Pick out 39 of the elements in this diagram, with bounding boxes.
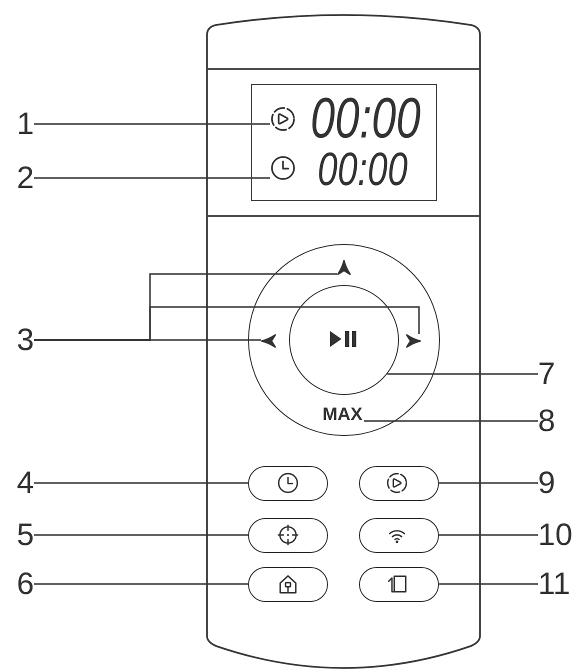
left-arrow-icon (260, 334, 276, 348)
lcd-display (251, 84, 437, 201)
callout-number: 10 (538, 519, 578, 551)
leader-line (34, 177, 270, 179)
callout-number: 11 (538, 568, 578, 600)
callout-number: 3 (4, 324, 34, 356)
leader-line (439, 534, 538, 536)
mode-button (359, 466, 439, 500)
time-readout: 00:00 (310, 96, 421, 142)
callout-number: 7 (538, 358, 578, 390)
leader-line (364, 420, 538, 422)
leader-line (387, 373, 538, 375)
clock-button (248, 466, 328, 500)
leader-line (34, 339, 261, 341)
crosshair-button (248, 518, 328, 552)
center-button (288, 284, 398, 394)
callout-number: 4 (4, 467, 34, 499)
callout-number: 8 (538, 405, 578, 437)
time-readout: 00:00 (318, 150, 408, 188)
leader-line (34, 583, 248, 585)
dashed-circle-icon (270, 106, 296, 132)
leader-line (34, 534, 248, 536)
callout-number: 5 (4, 519, 34, 551)
leader-line (439, 583, 538, 585)
control-ring (248, 244, 440, 436)
leader-line (34, 482, 248, 484)
up-arrow-icon (336, 260, 350, 274)
callout-number: 6 (4, 568, 34, 600)
max-label: MAX (322, 404, 364, 422)
wifi-button (359, 518, 439, 552)
callout-number: 1 (4, 108, 34, 140)
right-arrow-icon (406, 334, 420, 348)
leader-line (34, 123, 270, 125)
callout-number: 2 (4, 162, 34, 194)
house-button (248, 566, 328, 602)
callout-number: 9 (538, 467, 578, 499)
leader-line (439, 482, 538, 484)
clock-icon (270, 154, 296, 180)
square-button (359, 566, 439, 602)
